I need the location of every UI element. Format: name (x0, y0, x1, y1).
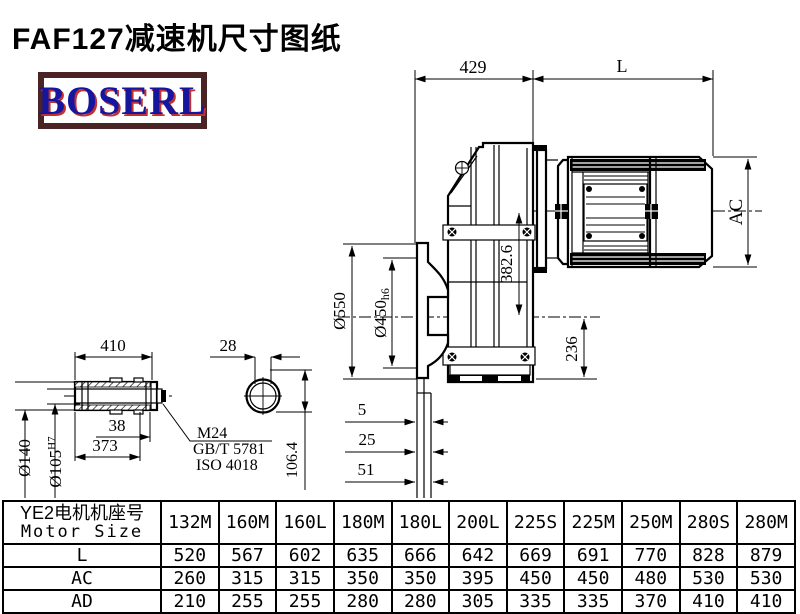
dimension-drawing: 429 L AC 382.6 Ø550 Ø450h6 236 5 25 (15, 56, 762, 498)
dim-410-label: 410 (100, 336, 126, 355)
table-row-L: L 520 567 602 635 666 642 669 691 770 82… (2, 543, 796, 568)
table-header-cn: YE2电机机座号 (19, 503, 145, 523)
dim-face-offsets: 5 25 51 (345, 400, 448, 486)
cell: 691 (563, 543, 623, 568)
dim-5-label: 5 (358, 400, 367, 419)
table-row-AC: AC 260 315 315 350 350 395 450 450 480 5… (2, 566, 796, 591)
cell: 350 (390, 566, 451, 591)
cell: 280 (332, 589, 393, 614)
gearbox-housing (442, 141, 536, 384)
boserl-logo: BOSERL (38, 72, 207, 129)
dim-140-label: Ø140 (15, 439, 34, 477)
dim-AC: AC (713, 156, 757, 268)
cell: 260 (160, 566, 220, 591)
boserl-logo-text: BOSERL (38, 77, 207, 123)
dim-105H7-label: Ø105H7 (46, 436, 65, 488)
col-header: 132M (160, 500, 220, 545)
dim-106-label: 106.4 (284, 442, 301, 478)
cell: 410 (736, 589, 796, 614)
dim-25-label: 25 (359, 430, 376, 449)
row-label: AC (2, 566, 162, 591)
col-header: 160M (217, 500, 278, 545)
col-header: 280M (736, 500, 796, 545)
dim-429-label: 429 (460, 57, 487, 77)
cell: 335 (505, 589, 566, 614)
hollow-shaft-detail (64, 377, 172, 415)
col-header: 160L (275, 500, 335, 545)
cell: 350 (332, 566, 393, 591)
col-header: 225M (563, 500, 623, 545)
cell: 280 (390, 589, 451, 614)
cell: 520 (160, 543, 220, 568)
cell: 480 (621, 566, 681, 591)
table-row-AD: AD 210 255 255 280 280 305 335 335 370 4… (2, 589, 796, 614)
cell: 530 (736, 566, 796, 591)
cell: 305 (448, 589, 508, 614)
cell: 410 (678, 589, 739, 614)
cell: 642 (448, 543, 508, 568)
cell: 666 (390, 543, 451, 568)
cell: 315 (275, 566, 335, 591)
cell: 567 (217, 543, 278, 568)
dim-550-label: Ø550 (330, 292, 349, 330)
motor (534, 145, 714, 273)
dim-450h6-label: Ø450h6 (371, 288, 392, 338)
cell: 370 (621, 589, 681, 614)
standard-iso-label: ISO 4018 (196, 457, 258, 474)
col-header: 250M (621, 500, 681, 545)
dim-51-label: 51 (358, 460, 375, 479)
dim-shaft: 410 38 373 Ø140 Ø105H7 M24 GB/T 5781 ISO… (15, 336, 272, 498)
cell: 395 (448, 566, 508, 591)
table-header-en: Motor Size (20, 522, 144, 542)
row-label: AD (2, 589, 162, 614)
dim-flange: Ø550 Ø450h6 (330, 243, 417, 380)
col-header: 180M (332, 500, 393, 545)
dim-28-label: 28 (220, 336, 237, 355)
dim-L-label: L (617, 56, 628, 76)
thread-label: M24 (197, 425, 227, 442)
cell: 669 (505, 543, 566, 568)
dim-382-label: 382.6 (497, 245, 516, 283)
cell: 450 (505, 566, 566, 591)
cell: 770 (621, 543, 681, 568)
col-header: 180L (390, 500, 451, 545)
col-header: 200L (448, 500, 508, 545)
dim-236-label: 236 (562, 336, 581, 362)
page-title: FAF127减速机尺寸图纸 (12, 23, 342, 56)
col-header: 225S (505, 500, 566, 545)
dim-382: 382.6 (497, 213, 523, 315)
row-label: L (2, 543, 162, 568)
motor-size-table: YE2电机机座号 Motor Size 132M 160M 160L 180M … (2, 500, 796, 614)
dim-236: 236 (536, 319, 597, 380)
cell: 879 (736, 543, 796, 568)
cell: 335 (563, 589, 623, 614)
output-flange (415, 241, 450, 498)
cell: 315 (217, 566, 278, 591)
shaft-section-view: 28 106.4 (210, 336, 312, 490)
col-header: 280S (678, 500, 739, 545)
dim-373-label: 373 (92, 436, 118, 455)
cell: 450 (563, 566, 623, 591)
cell: 635 (332, 543, 393, 568)
standard-gb-label: GB/T 5781 (193, 441, 265, 458)
table-header-motor-size: YE2电机机座号 Motor Size (2, 500, 162, 545)
cell: 602 (275, 543, 335, 568)
cell: 255 (275, 589, 335, 614)
cell: 255 (217, 589, 278, 614)
dim-AC-label: AC (726, 199, 747, 225)
cell: 828 (678, 543, 739, 568)
cell: 530 (678, 566, 739, 591)
dim-38-label: 38 (109, 416, 126, 435)
cell: 210 (160, 589, 220, 614)
dim-429-L: 429 L (414, 56, 714, 243)
